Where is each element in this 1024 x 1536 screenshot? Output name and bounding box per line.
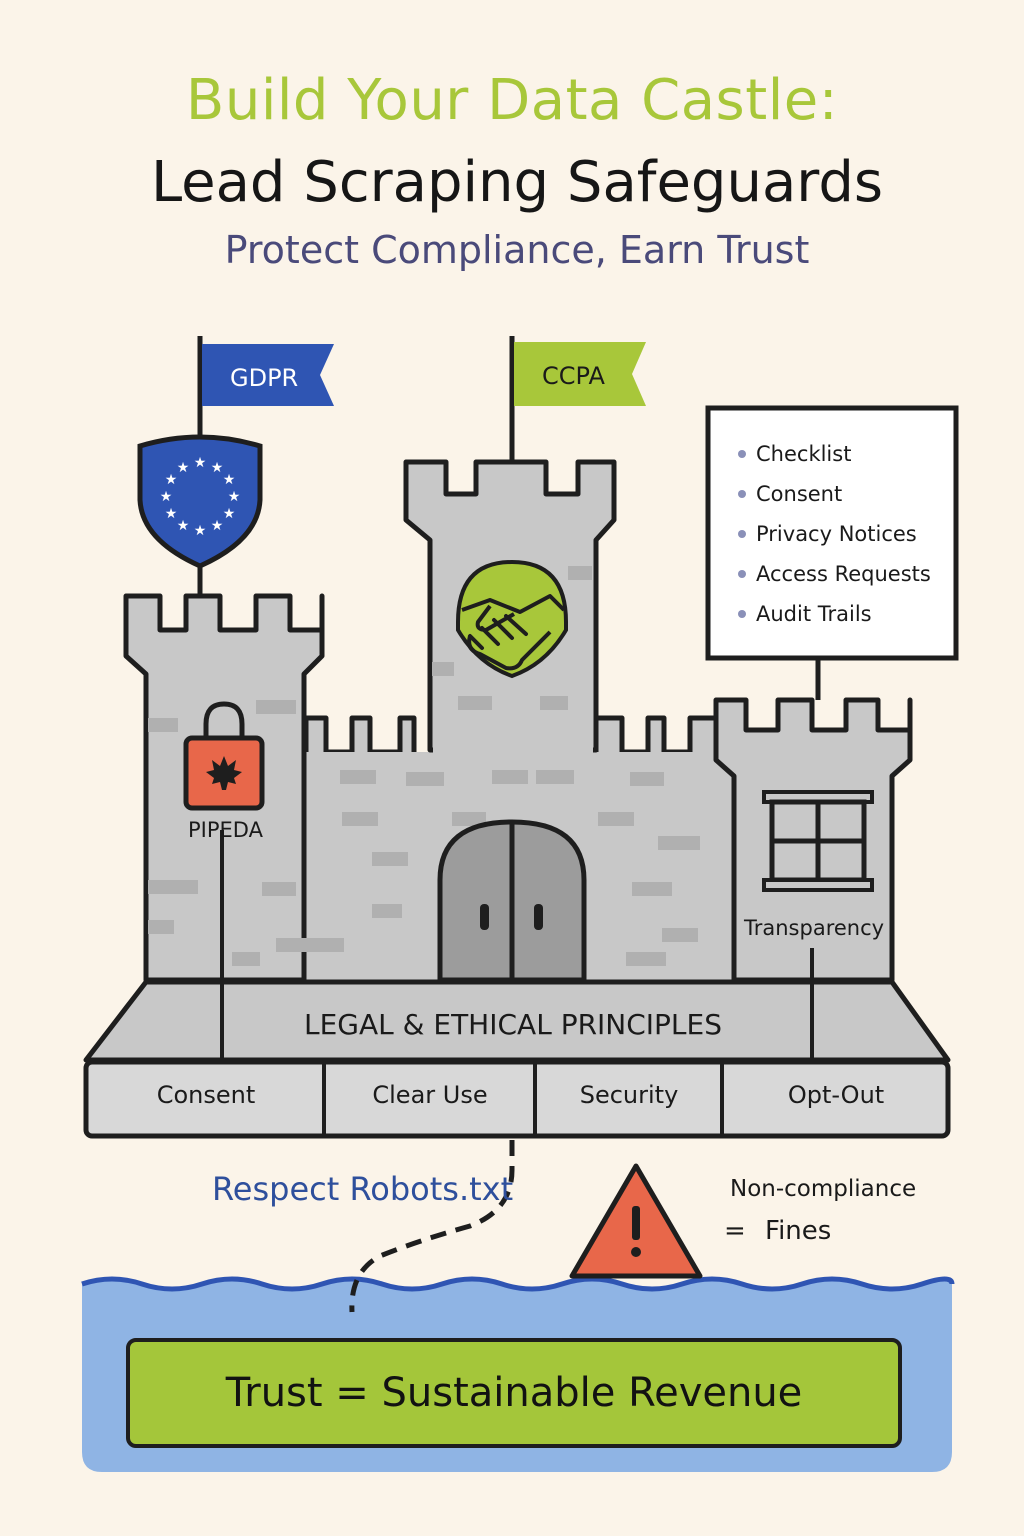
eu-stars-shield-icon: ★ ★ ★ ★ ★ ★ ★ ★ ★ ★ ★ ★ (137, 434, 263, 596)
title-line-2: Lead Scraping Safeguards (150, 150, 884, 215)
checklist-item: Audit Trails (738, 598, 931, 638)
trust-banner: Trust = Sustainable Revenue (126, 1338, 902, 1448)
checklist-item: Access Requests (738, 558, 931, 598)
foundation (83, 979, 951, 1139)
fines-label: Fines (765, 1216, 832, 1246)
svg-text:★: ★ (177, 460, 190, 476)
checklist-item: Privacy Notices (738, 518, 931, 558)
handshake-icon (456, 559, 568, 679)
window-icon (762, 790, 874, 1058)
gdpr-flag (197, 336, 334, 440)
checklist-item: Consent (738, 478, 931, 518)
robots-path (349, 1140, 515, 1313)
pipeda-label: PIPEDA (188, 818, 263, 842)
pillar-clear-use: Clear Use (372, 1081, 488, 1109)
pillar-consent: Consent (156, 1081, 256, 1109)
svg-text:★: ★ (194, 523, 207, 539)
foundation-title: LEGAL & ETHICAL PRINCIPLES (304, 1008, 722, 1041)
checklist-box (705, 405, 959, 661)
equals-sign: = (724, 1216, 746, 1246)
pillar-security: Security (579, 1081, 679, 1109)
castle-gate (437, 819, 587, 983)
gdpr-flag-label: GDPR (230, 364, 299, 392)
maple-leaf-padlock-icon (183, 701, 265, 1058)
title-line-1: Build Your Data Castle: (185, 68, 839, 133)
svg-text:★: ★ (165, 472, 178, 488)
svg-text:★: ★ (194, 455, 207, 471)
checklist-item: Checklist (738, 438, 931, 478)
svg-text:★: ★ (160, 489, 173, 505)
svg-text:★: ★ (211, 460, 224, 476)
ccpa-flag-label: CCPA (542, 362, 605, 390)
warning-triangle-icon (569, 1163, 703, 1279)
svg-text:★: ★ (228, 489, 241, 505)
svg-text:★: ★ (223, 506, 236, 522)
subtitle: Protect Compliance, Earn Trust (224, 228, 810, 272)
svg-text:★: ★ (177, 518, 190, 534)
stone-bricks (148, 566, 700, 966)
robots-label: Respect Robots.txt (212, 1170, 514, 1208)
ccpa-flag (509, 336, 646, 464)
svg-text:★: ★ (211, 518, 224, 534)
transparency-label: Transparency (744, 916, 885, 940)
checklist: Checklist Consent Privacy Notices Access… (738, 438, 931, 638)
svg-text:★: ★ (165, 506, 178, 522)
pillar-opt-out: Opt-Out (787, 1081, 885, 1109)
svg-text:★: ★ (223, 472, 236, 488)
non-compliance-label: Non-compliance (730, 1176, 917, 1202)
